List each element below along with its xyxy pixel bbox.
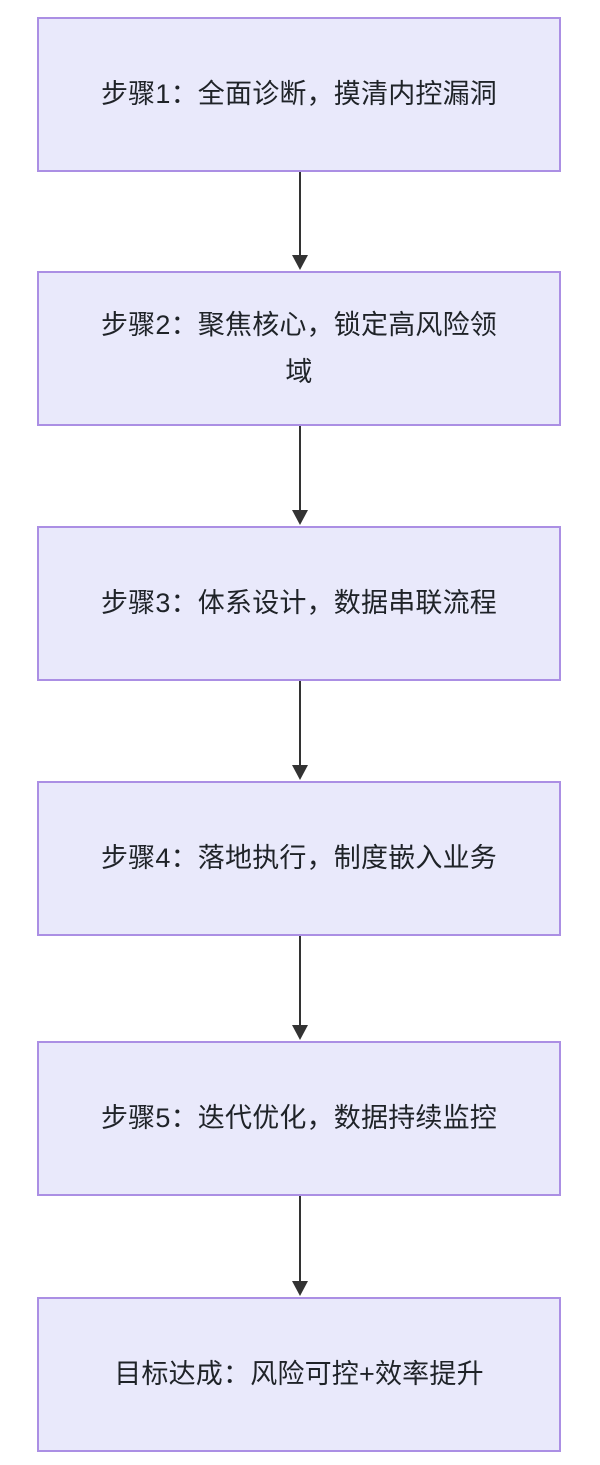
flow-node-label: 步骤1：全面诊断，摸清内控漏洞: [100, 79, 497, 109]
arrow-down-icon: [292, 426, 308, 525]
flow-node-step1[interactable]: 步骤1：全面诊断，摸清内控漏洞: [37, 17, 561, 172]
flow-node-step5[interactable]: 步骤5：迭代优化，数据持续监控: [37, 1041, 561, 1196]
flow-node-label: 步骤5：迭代优化，数据持续监控: [100, 1103, 497, 1133]
flow-connector-step2-step3: [288, 426, 312, 526]
arrow-down-icon: [292, 681, 308, 780]
flow-node-step2[interactable]: 步骤2：聚焦核心，锁定高风险领域: [37, 271, 561, 426]
arrow-down-icon: [292, 936, 308, 1040]
flow-node-label: 步骤4：落地执行，制度嵌入业务: [100, 843, 497, 873]
flow-node-label: 步骤2：聚焦核心，锁定高风险领域: [100, 309, 497, 387]
flow-connector-step3-step4: [288, 681, 312, 781]
arrow-down-icon: [292, 172, 308, 270]
flow-connector-step4-step5: [288, 936, 312, 1041]
flow-node-label: 步骤3：体系设计，数据串联流程: [100, 588, 497, 618]
flow-node-step3[interactable]: 步骤3：体系设计，数据串联流程: [37, 526, 561, 681]
flow-connector-step5-goal: [288, 1196, 312, 1297]
flow-node-label: 目标达成：风险可控+效率提升: [114, 1359, 484, 1389]
flow-node-goal[interactable]: 目标达成：风险可控+效率提升: [37, 1297, 561, 1452]
flow-connector-step1-step2: [288, 172, 312, 271]
flow-node-step4[interactable]: 步骤4：落地执行，制度嵌入业务: [37, 781, 561, 936]
arrow-down-icon: [292, 1196, 308, 1296]
